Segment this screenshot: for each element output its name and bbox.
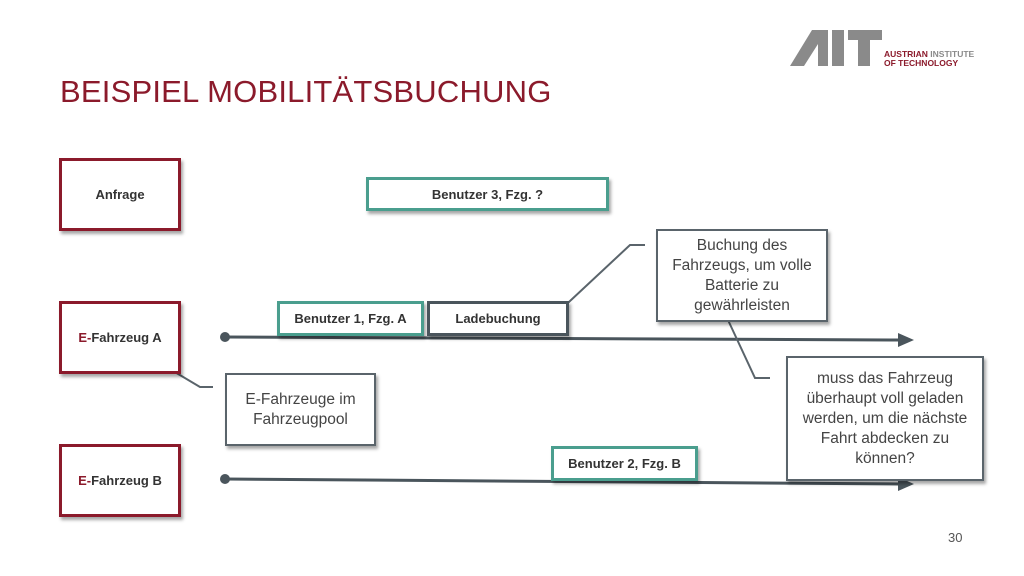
row-fahrzeug-a: E-Fahrzeug A [59, 301, 181, 374]
logo-text: AUSTRIAN INSTITUTE OF TECHNOLOGY [884, 50, 974, 68]
page-number: 30 [948, 530, 963, 545]
booking-benutzer1-label: Benutzer 1, Fzg. A [294, 311, 407, 326]
ait-logo-icon [790, 30, 882, 66]
booking-benutzer2-label: Benutzer 2, Fzg. B [568, 456, 681, 471]
row-fahrzeug-a-label: E-Fahrzeug A [78, 330, 162, 345]
logo-institute: INSTITUTE [930, 49, 975, 59]
booking-benutzer3-label: Benutzer 3, Fzg. ? [431, 186, 544, 202]
timeline-b-line [224, 477, 901, 486]
booking-ladebuchung: Ladebuchung [427, 301, 569, 336]
page-title: BEISPIEL MOBILITÄTSBUCHUNG [60, 74, 552, 109]
leader-frage [727, 319, 770, 379]
callout-pool-text: E-Fahrzeuge im Fahrzeugpool [245, 390, 356, 428]
callout-buchung: Buchung des Fahrzeugs, um volle Batterie… [656, 229, 828, 322]
row-fahrzeug-b: E-Fahrzeug B [59, 444, 181, 517]
logo-austrian: AUSTRIAN [884, 49, 928, 59]
row-anfrage: Anfrage [59, 158, 181, 231]
callout-buchung-text: Buchung des Fahrzeugs, um volle Batterie… [672, 236, 812, 314]
callout-frage-text: muss das Fahrzeug überhaupt voll geladen… [802, 369, 968, 467]
leader-buchung [554, 244, 645, 316]
row-anfrage-label: Anfrage [95, 187, 145, 202]
timeline-a-arrowhead [898, 333, 914, 347]
timeline-a-line [224, 335, 901, 342]
callout-pool: E-Fahrzeuge im Fahrzeugpool [225, 373, 376, 446]
logo-technology: OF TECHNOLOGY [884, 58, 959, 68]
callout-frage: muss das Fahrzeug überhaupt voll geladen… [786, 356, 984, 481]
booking-ladebuchung-label: Ladebuchung [455, 311, 541, 326]
booking-benutzer3: Benutzer 3, Fzg. ? [366, 177, 609, 211]
booking-benutzer1: Benutzer 1, Fzg. A [277, 301, 424, 336]
booking-benutzer2: Benutzer 2, Fzg. B [551, 446, 698, 481]
row-fahrzeug-b-label: E-Fahrzeug B [78, 473, 162, 488]
